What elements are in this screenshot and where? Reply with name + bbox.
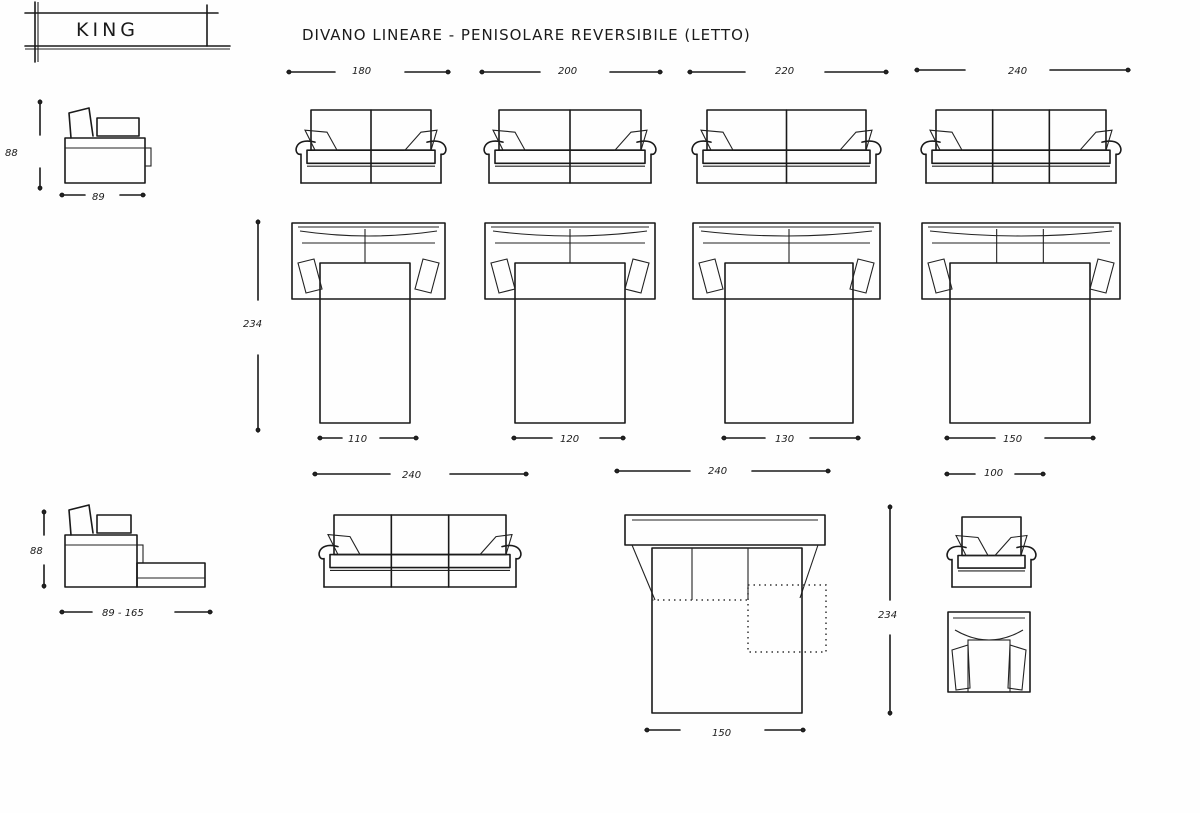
width-label-240: 240 [1008, 66, 1027, 77]
chaise-depth-label: 89 - 165 [102, 608, 144, 619]
bed-width-label-150: 150 [1003, 434, 1022, 445]
sofa-front-200 [483, 109, 657, 184]
sofa-front-180 [295, 109, 447, 184]
page-title: DIVANO LINEARE - PENISOLARE REVERSIBILE … [302, 26, 751, 44]
armchair-100-label: 100 [984, 468, 1003, 479]
bed-width-label-110: 110 [348, 434, 367, 445]
vertical-dimension-arrow [887, 504, 893, 716]
bed-width-label-130: 130 [775, 434, 794, 445]
horizontal-dimension-arrow [511, 435, 626, 441]
horizontal-dimension-arrow [59, 609, 213, 615]
horizontal-dimension-arrow [944, 471, 1046, 477]
peninsula-bed-length-label: 234 [878, 610, 897, 621]
armchair-top [947, 611, 1031, 693]
vertical-dimension-arrow [255, 219, 261, 433]
sofa-front-240 [920, 109, 1122, 184]
sofa-bed-top-180 [291, 222, 446, 424]
horizontal-dimension-arrow [914, 67, 1131, 73]
sofa-bed-top-200 [484, 222, 656, 424]
chaise-height-label: 88 [30, 546, 43, 557]
vertical-dimension-arrow [37, 99, 43, 191]
width-label-180: 180 [352, 66, 371, 77]
sofa-front-220 [691, 109, 882, 184]
sofa-bed-top-220 [692, 222, 881, 424]
vertical-dimension-arrow [41, 509, 47, 589]
sofa-front-240-3-seat [318, 514, 522, 588]
peninsula-240-label: 240 [708, 466, 727, 477]
width-label-220: 220 [775, 66, 794, 77]
brand-box: KING [24, 1, 231, 63]
peninsula-sofa-bed-top [624, 514, 827, 714]
sofa-bed-top-240 [921, 222, 1121, 424]
chaise-side-view [64, 504, 206, 588]
width-label-200: 200 [558, 66, 577, 77]
peninsula-bed-width-label: 150 [712, 728, 731, 739]
sofa-240-label: 240 [402, 470, 421, 481]
side-height-label: 88 [5, 148, 18, 159]
brand-label: KING [76, 19, 139, 41]
horizontal-dimension-arrow [721, 435, 861, 441]
bed-length-label: 234 [243, 319, 262, 330]
sofa-side-view [64, 107, 152, 184]
side-depth-label: 89 [92, 192, 105, 203]
horizontal-dimension-arrow [479, 69, 663, 75]
horizontal-dimension-arrow [317, 435, 419, 441]
horizontal-dimension-arrow [644, 727, 806, 733]
horizontal-dimension-arrow [944, 435, 1096, 441]
horizontal-dimension-arrow [286, 69, 451, 75]
horizontal-dimension-arrow [59, 192, 146, 198]
horizontal-dimension-arrow [687, 69, 889, 75]
horizontal-dimension-arrow [312, 471, 529, 477]
armchair-front [946, 516, 1037, 588]
horizontal-dimension-arrow [614, 468, 831, 474]
bed-width-label-120: 120 [560, 434, 579, 445]
